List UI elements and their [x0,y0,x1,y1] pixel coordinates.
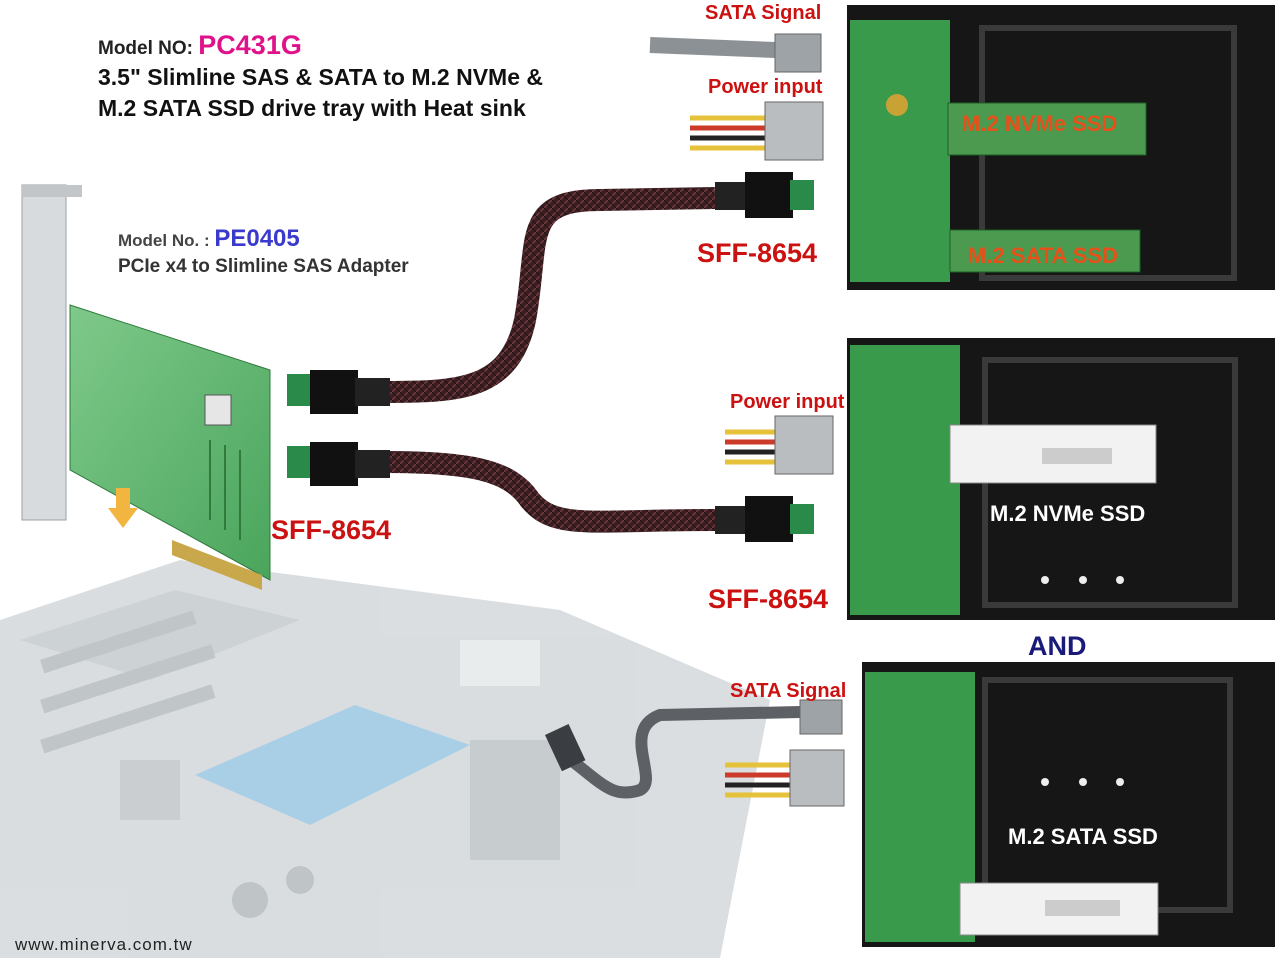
product-title-line2: M.2 SATA SSD drive tray with Heat sink [98,95,526,121]
sff-8654-label-mid: SFF-8654 [708,584,829,614]
heatsink-illustration [195,705,470,825]
product-model-code: PC431G [198,30,302,60]
drive-tray-top [847,5,1275,290]
product-model-label: Model NO: [98,38,193,59]
adapter-model-label: Model No. : [118,231,210,250]
power-cable-top [690,101,824,161]
adapter-model-code: PE0405 [214,225,300,252]
sff-8654-label-card: SFF-8654 [271,515,392,545]
tray-top-nvme-label: M.2 NVMe SSD [962,111,1118,136]
slimline-cable-lower [287,442,814,542]
sata-signal-label-bottom: SATA Signal [730,680,847,702]
sff-8654-label-top: SFF-8654 [697,238,818,268]
drive-tray-bottom [862,662,1275,947]
sata-cable-bottom [544,699,843,799]
product-model-line: Model NO: PC431G [98,30,302,61]
adapter-description: PCIe x4 to Slimline SAS Adapter [118,256,409,277]
footer-url: www.minerva.com.tw [15,935,193,954]
sata-signal-label-top: SATA Signal [705,2,822,24]
power-cable-bottom [725,749,845,807]
drive-tray-middle [847,338,1275,620]
slimline-cable-upper [287,172,814,414]
power-input-label-top: Power input [708,76,823,98]
tray-bottom-sata-label: M.2 SATA SSD [1008,824,1158,849]
power-input-label-mid: Power input [730,391,845,413]
and-label: AND [1028,631,1087,661]
sata-cable-top [649,33,822,73]
tray-mid-nvme-label: M.2 NVMe SSD [990,501,1146,526]
pcie-adapter-illustration [21,184,271,590]
tray-top-sata-label: M.2 SATA SSD [968,243,1118,268]
adapter-model-line: Model No. : PE0405 [118,225,300,253]
down-arrow-icon [108,488,138,528]
power-cable-mid [725,415,834,475]
product-title-line1: 3.5" Slimline SAS & SATA to M.2 NVMe & [98,64,543,90]
